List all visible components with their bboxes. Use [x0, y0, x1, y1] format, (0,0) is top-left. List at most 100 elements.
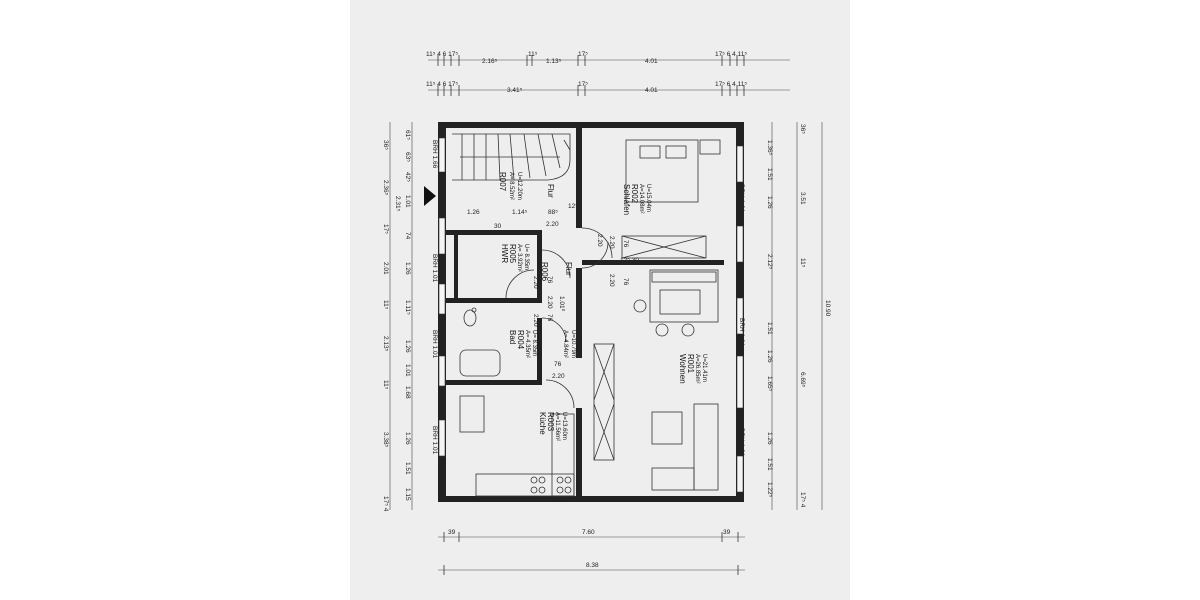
door-dim-10: 2.20	[546, 296, 553, 309]
door-dim-15: 76	[554, 361, 562, 368]
room-id-r001: R001	[686, 354, 695, 374]
dim-left-inner-2: 42⁵	[404, 172, 411, 182]
dim-left-outer-2: 17⁵	[382, 224, 389, 234]
dim-right-outer-1: 3.51	[799, 192, 806, 205]
dim-top1-1: 2.16⁵	[482, 58, 498, 65]
room-area-r006: A= 4.84m²	[562, 330, 568, 358]
room-label-r004: Bad R004 A= 4.35m² U= 8.35m	[508, 330, 537, 358]
door-dim-7: 76	[622, 278, 629, 286]
room-id-r005: R005	[508, 244, 517, 264]
dim-top2-3: 4.01	[645, 87, 658, 94]
door-dim-8: 2.20	[532, 276, 539, 289]
room-id-r007: R007	[498, 172, 507, 192]
room-metrics-r006: A= 4.84m² U=10.79m	[562, 330, 576, 358]
left-dimension-lines: 36⁵ 2.36⁵ 17⁵ 2.01 11⁵ 2.13⁵ 11⁵ 3.38⁵ 1…	[382, 122, 413, 512]
dim-right-inner-1: 1.51	[766, 168, 773, 181]
room-area-r001: A=26.85m²	[694, 354, 700, 384]
dim-right-inner-5: 1.26	[766, 350, 773, 363]
dim-bottom-right: 39	[723, 529, 731, 536]
door-dim-18: 30	[494, 223, 502, 230]
stair-arrow-icon	[424, 186, 436, 206]
door-dim-4: 76	[622, 240, 629, 248]
dim-left-outer-4: 11⁵	[382, 300, 389, 310]
room-perim-r002: U=15.04m	[645, 184, 651, 212]
door-dim-16: 2.20	[608, 236, 615, 249]
room-id-r004: R004	[516, 330, 525, 350]
dim-top1-3: 1.13⁵	[546, 58, 562, 65]
brh-label-1: BRH 1.01	[431, 254, 438, 283]
dim-top1-4: 17⁵	[578, 51, 588, 58]
door-dim-19: 12⁵ 30	[620, 257, 639, 264]
dim-left-inner-8: 1.26	[404, 340, 411, 353]
dim-top2-4: 17⁵ 6 4 11⁵	[715, 81, 747, 88]
dim-right-inner-7: 1.26	[766, 432, 773, 445]
furniture	[459, 139, 721, 497]
dim-left-inner-9: 1.01	[404, 364, 411, 377]
room-name-r007: Flur	[546, 184, 555, 198]
dim-right-inner-6: 1.65⁵	[766, 376, 773, 392]
staircase	[452, 133, 571, 181]
dim-left-inner-13: 1.15	[404, 488, 411, 501]
dim-left-outer-3: 2.01	[382, 262, 389, 275]
door-dim-17: 12⁵	[568, 203, 578, 210]
dim-left-inner-5: 74	[404, 232, 411, 240]
dim-left-inner-10: 1.68	[404, 386, 411, 399]
room-perim-r005: U= 8.35m	[523, 244, 529, 270]
door-dim-14: 1.01⁰	[558, 296, 566, 312]
dim-left-outer-5: 2.13⁵	[382, 336, 389, 352]
dim-left-inner-11: 1.26	[404, 432, 411, 445]
dim-top1-5: 4.01	[645, 58, 658, 65]
door-dim-11: 2.20	[532, 314, 539, 327]
door-dim-5: 2.20	[596, 234, 603, 247]
room-area-r002: A=14.08m²	[638, 184, 644, 214]
dim-right-total: 10.90	[824, 300, 831, 317]
dim-top2-0: 11⁵ 4 6 17⁵	[426, 81, 458, 88]
dim-left-outer-8: 17⁵ 4	[382, 496, 389, 512]
brh-label-0: BRH 1.66	[431, 140, 438, 169]
walls	[438, 122, 744, 502]
room-label-r003: Küche R003 A=11.56m² U=13.60m	[538, 412, 567, 441]
dim-right-inner-0: 1.36⁵	[766, 140, 773, 156]
dim-right-inner-8: 1.51	[766, 458, 773, 471]
dim-right-outer-4: 17⁵ 4	[799, 492, 806, 508]
room-id-r006: R006	[540, 262, 549, 282]
room-name-r003: Küche	[538, 412, 547, 435]
dim-top2-1: 3.41⁵	[507, 87, 523, 94]
brh-label-5: BRH 1.01	[738, 318, 745, 347]
dim-right-inner-2: 1.26	[766, 196, 773, 209]
room-name-r002: Schlafen	[622, 184, 631, 215]
dim-left-inner-12: 1.51	[404, 462, 411, 475]
room-perim-r006: U=10.79m	[570, 330, 576, 358]
dim-left-inner-1: 63⁵	[404, 152, 411, 162]
room-label-r005: HWR R005 A= 3.92m² U= 8.35m	[500, 244, 529, 272]
room-perim-r007: U=12.20m	[516, 172, 522, 200]
room-name-r006: Flur	[564, 262, 573, 276]
brh-labels: BRH 1.66 BRH 1.01 BRH 1.01 BRH 1.01 BRH …	[431, 140, 745, 457]
room-perim-r001: U=21.41m	[701, 354, 707, 382]
brh-label-2: BRH 1.01	[431, 330, 438, 359]
door-dim-6: 2.20	[608, 274, 615, 287]
dim-right-inner-9: 1.22⁵	[766, 482, 773, 498]
room-id-r002: R002	[630, 184, 639, 204]
dim-bottom-middle: 7.60	[582, 529, 595, 536]
door-dim-12: 76	[546, 314, 553, 322]
room-label-r006: Flur R006	[540, 262, 573, 282]
room-perim-r004: U= 8.35m	[531, 330, 537, 356]
dim-right-outer-2: 11⁵	[799, 258, 806, 268]
dim-right-outer-3: 6.69⁵	[799, 372, 806, 388]
door-dim-13: 2.20	[552, 373, 565, 380]
room-name-r005: HWR	[500, 244, 509, 263]
dim-bottom-left: 39	[448, 529, 456, 536]
room-id-r003: R003	[546, 412, 555, 432]
dim-left-inner-7: 1.11⁵	[404, 300, 411, 315]
dim-left-inner-4: 2.31⁵	[394, 196, 401, 212]
room-name-r001: Wohnen	[678, 354, 687, 384]
room-area-r005: A= 3.92m²	[516, 244, 522, 272]
room-label-r002: Schlafen R002 A=14.08m² U=15.04m	[622, 184, 651, 215]
dim-right-outer-0: 36⁵	[799, 124, 806, 134]
room-label-r007: R007 A= 8.52m² U=12.20m	[498, 172, 522, 200]
dim-top1-2: 11⁵	[528, 51, 538, 58]
room-name-r004: Bad	[508, 330, 517, 344]
